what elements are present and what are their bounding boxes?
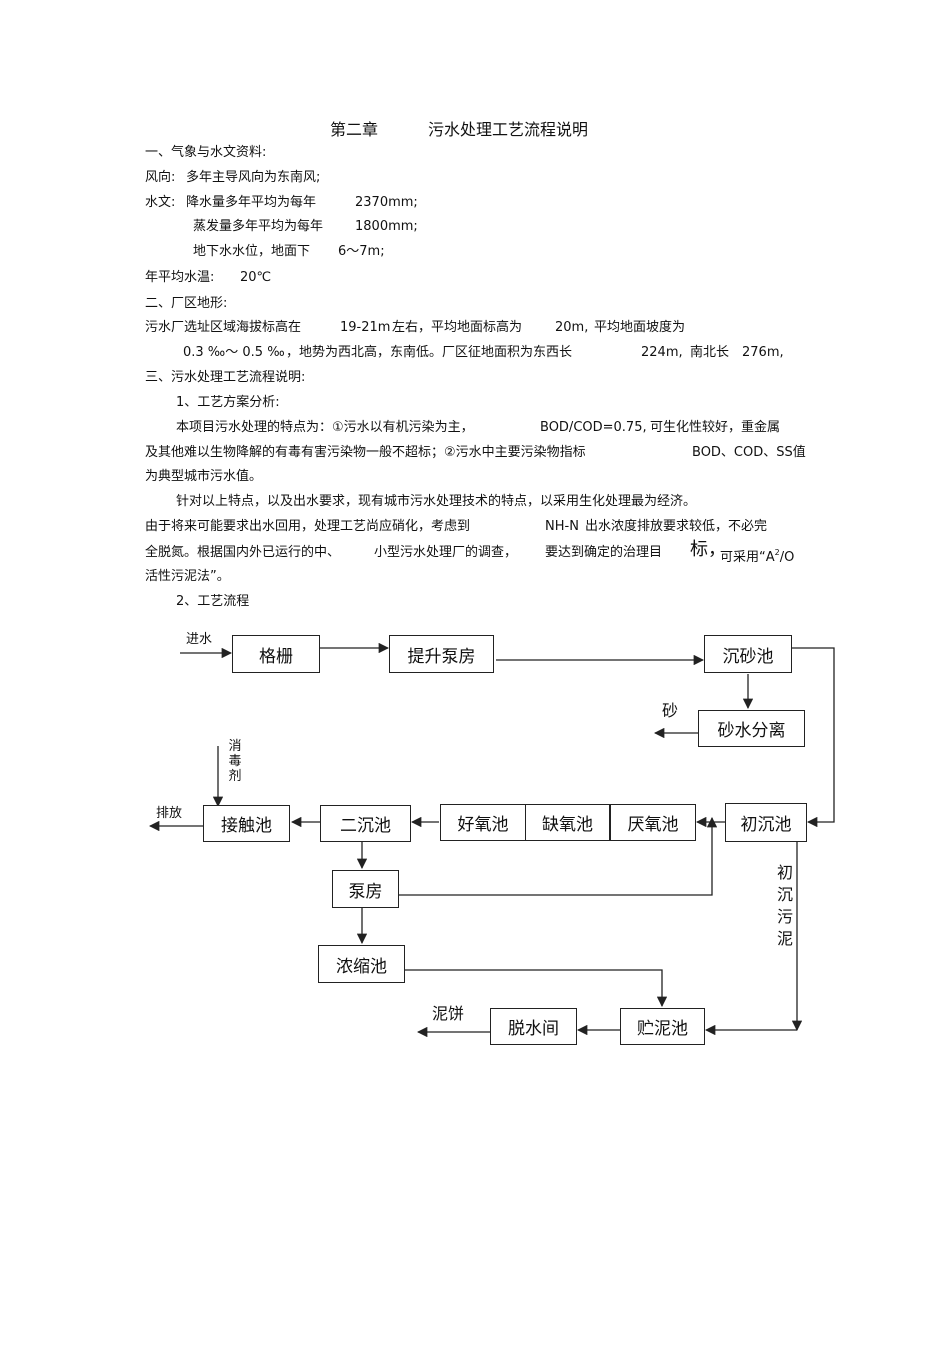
primary-clarifier-box: 初沉池 xyxy=(725,803,807,842)
terrain-text-2d: 南北长 xyxy=(690,345,730,360)
terrain-text-1c: 左右，平均地面标高为 xyxy=(392,320,523,335)
arrow-grit-primary xyxy=(792,647,835,828)
return-pump-box: 泵房 xyxy=(332,870,399,908)
paragraph-4: 针对以上特点，以及出水要求，现有城市污水处理技术的特点，以采用生化处理最为经济。 xyxy=(176,494,697,509)
subsection-heading-2: 2、工艺流程 xyxy=(176,594,250,609)
rain-label: 降水量多年平均为每年 xyxy=(186,195,317,210)
secondary-clarifier-box: 二沉池 xyxy=(320,805,411,842)
paragraph-2a: 及其他难以生物降解的有毒有害污染物一般不超标；②污水中主要污染物指标 xyxy=(145,445,586,460)
arrow-return-sludge xyxy=(399,816,718,896)
terrain-text-1e: 平均地面坡度为 xyxy=(594,320,686,335)
temp-value: 20℃ xyxy=(240,270,272,285)
paragraph-1b: BOD/COD=0.75, xyxy=(540,420,647,435)
paragraph-2b: BOD、COD、SS值 xyxy=(692,445,806,460)
ground-value: 6～7m; xyxy=(338,244,385,259)
chapter-number: 第二章 xyxy=(330,120,379,139)
wind-label: 风向: xyxy=(145,170,176,185)
sludge-storage-box: 贮泥池 xyxy=(620,1008,705,1045)
temp-label: 年平均水温: xyxy=(145,270,215,285)
wind-text: 多年主导风向为东南风; xyxy=(186,170,321,185)
ground-label: 地下水水位，地面下 xyxy=(193,244,311,259)
dewatering-box: 脱水间 xyxy=(490,1008,577,1045)
arrow-thickener-storage xyxy=(405,969,668,1008)
terrain-text-1d: 20m, xyxy=(555,320,589,335)
paragraph-5c: 出水浓度排放要求较低，不必完 xyxy=(585,519,768,534)
discharge-label: 排放 xyxy=(156,806,183,821)
thickener-box: 浓缩池 xyxy=(318,945,405,983)
terrain-text-2a: 0.3 ‰～ 0.5 ‰ xyxy=(183,345,285,360)
terrain-text-2b: ，地势为西北高，东南低。厂区征地面积为东西长 xyxy=(286,345,573,360)
paragraph-5b: NH-N xyxy=(545,519,579,534)
rain-value: 2370mm; xyxy=(355,195,418,210)
paragraph-6c: 要达到确定的治理目 xyxy=(545,545,663,560)
terrain-text-2c: 224m, xyxy=(641,345,683,360)
paragraph-1a: 本项目污水处理的特点为：①污水以有机污染为主， xyxy=(176,420,474,435)
paragraph-1c: 可生化性较好，重金属 xyxy=(650,420,781,435)
disinfectant-label: 消毒剂 xyxy=(228,739,242,784)
anoxic-tank-box: 缺氧池 xyxy=(525,804,610,841)
paragraph-5a: 由于将来可能要求出水回用，处理工艺尚应硝化，考虑到 xyxy=(145,519,471,534)
paragraph-6a: 全脱氮。根据国内外已运行的中、 xyxy=(145,545,341,560)
grille-box: 格栅 xyxy=(232,635,320,673)
section-heading-1: 一、气象与水文资料: xyxy=(145,145,267,160)
inlet-label: 进水 xyxy=(186,632,213,647)
anaerobic-tank-box: 厌氧池 xyxy=(610,804,696,841)
terrain-text-1a: 污水厂选址区域海拔标高在 xyxy=(145,320,302,335)
aerobic-tank-box: 好氧池 xyxy=(440,804,526,841)
sludge-cake-label: 泥饼 xyxy=(432,1004,465,1023)
paragraph-3: 为典型城市污水值。 xyxy=(145,469,263,484)
paragraph-6e: 可采用“A2/O xyxy=(720,548,795,565)
terrain-text-1b: 19-21m xyxy=(340,320,391,335)
sand-separator-box: 砂水分离 xyxy=(698,710,805,747)
paragraph-7: 活性污泥法”。 xyxy=(145,569,230,584)
grit-tank-box: 沉砂池 xyxy=(704,635,792,673)
hydro-label: 水文: xyxy=(145,195,176,210)
evap-label: 蒸发量多年平均为每年 xyxy=(193,219,324,234)
subsection-heading-1: 1、工艺方案分析: xyxy=(176,395,280,410)
sand-label: 砂 xyxy=(662,701,679,720)
page-title: 污水处理工艺流程说明 xyxy=(428,120,589,139)
terrain-text-2e: 276m, xyxy=(742,345,784,360)
paragraph-6d: 标， xyxy=(690,539,726,560)
section-heading-3: 三、污水处理工艺流程说明: xyxy=(145,370,306,385)
section-heading-2: 二、厂区地形: xyxy=(145,296,228,311)
paragraph-6b: 小型污水处理厂的调查， xyxy=(374,545,518,560)
primary-sludge-label: 初沉污泥 xyxy=(776,863,793,948)
contact-tank-box: 接触池 xyxy=(203,805,290,842)
lift-pump-house-box: 提升泵房 xyxy=(389,635,494,673)
evap-value: 1800mm; xyxy=(355,219,418,234)
